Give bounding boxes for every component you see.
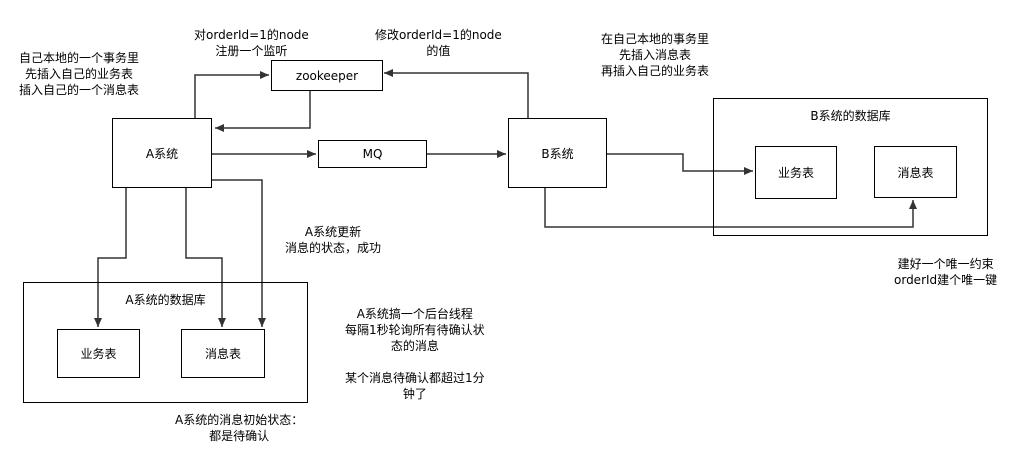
zookeeper-label: zookeeper xyxy=(295,68,359,83)
b-business-table-node: 业务表 xyxy=(755,146,837,199)
note-modify-node: 修改orderId=1的node 的值 xyxy=(375,28,502,58)
a-business-table-label: 业务表 xyxy=(80,347,117,361)
b-business-table-label: 业务表 xyxy=(777,166,814,180)
arrow-zookeeper-to-a xyxy=(215,91,311,132)
b-database-container: B系统的数据库 xyxy=(713,98,988,236)
a-system-node: A系统 xyxy=(112,118,212,188)
arrow-a-to-zookeeper xyxy=(194,71,269,118)
note-a-local-transaction: 自己本地的一个事务里 先插入自己的业务表 插入自己的一个消息表 xyxy=(19,51,140,97)
arrow-a-to-business-table xyxy=(94,188,127,327)
note-b-local-transaction: 在自己本地的事务里 先插入消息表 再插入自己的业务表 xyxy=(601,32,710,78)
arrow-b-to-message-table xyxy=(544,188,917,228)
arrow-b-to-zookeeper xyxy=(384,69,529,118)
arrow-b-to-business-table xyxy=(607,153,753,175)
b-system-label: B系统 xyxy=(541,146,574,161)
b-message-table-node: 消息表 xyxy=(874,146,957,198)
mq-node: MQ xyxy=(318,140,427,168)
a-database-label: A系统的数据库 xyxy=(125,293,206,307)
a-business-table-node: 业务表 xyxy=(57,329,140,378)
note-register-watch: 对orderId=1的node 注册一个监听 xyxy=(194,28,309,58)
a-message-table-node: 消息表 xyxy=(181,329,265,378)
a-database-container: A系统的数据库 xyxy=(23,282,308,403)
b-message-table-label: 消息表 xyxy=(897,165,934,180)
note-a-background-thread: A系统搞一个后台线程 每隔1秒轮询所有待确认状 态的消息 某个消息待确认都超过1… xyxy=(345,307,485,401)
arrow-a-update-message-status xyxy=(212,179,266,327)
b-database-label: B系统的数据库 xyxy=(810,109,891,123)
a-message-table-label: 消息表 xyxy=(204,347,241,361)
zookeeper-node: zookeeper xyxy=(271,60,383,91)
mq-label: MQ xyxy=(362,147,383,161)
arrow-a-insert-message-table xyxy=(185,188,226,327)
note-a-initial-status: A系统的消息初始状态： 都是待确认 xyxy=(175,413,304,443)
a-system-label: A系统 xyxy=(145,146,179,161)
note-a-update-status: A系统更新 消息的状态，成功 xyxy=(285,225,382,255)
note-b-unique-key: 建好一个唯一约束 orderId建个唯一键 xyxy=(894,257,998,287)
b-system-node: B系统 xyxy=(508,118,607,188)
